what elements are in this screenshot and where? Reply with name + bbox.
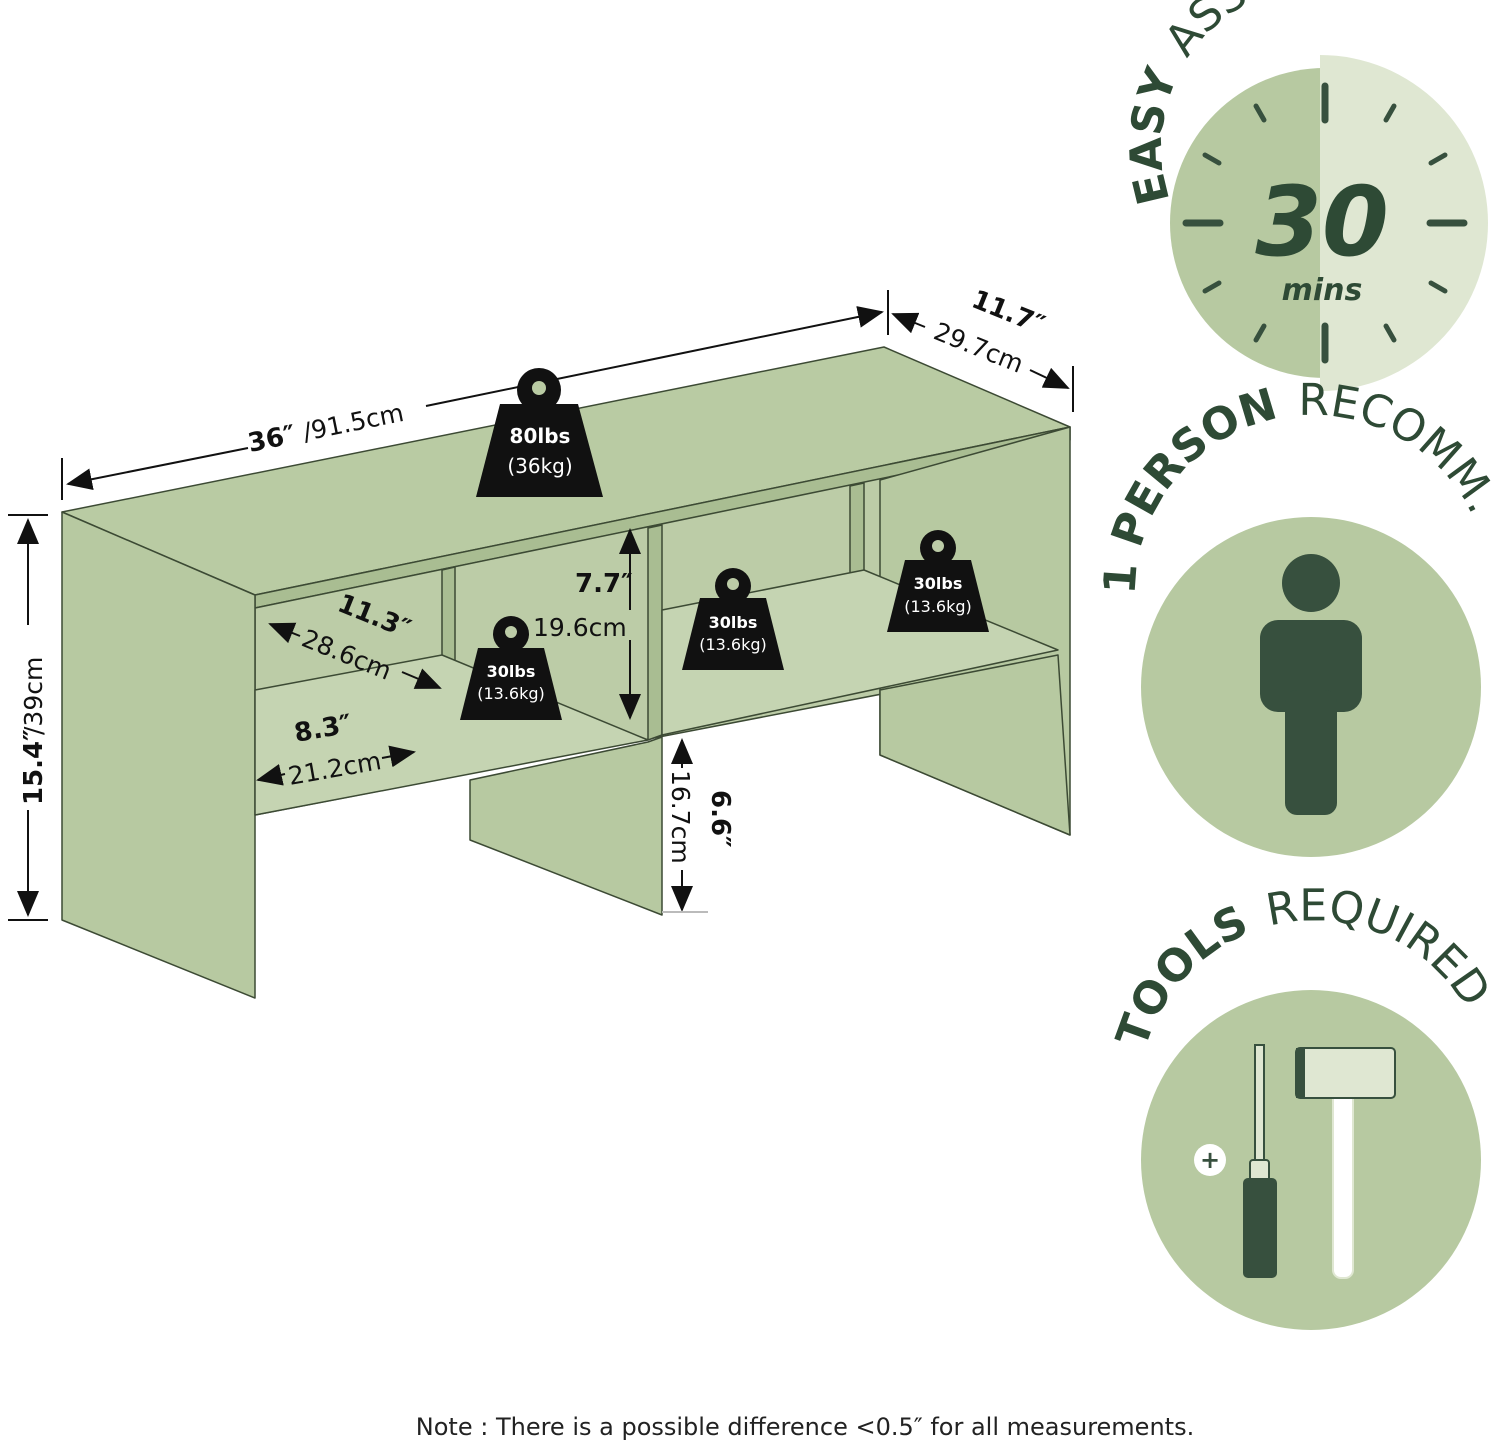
person-icon [1260,554,1362,815]
assembly-minutes-unit: mins [1282,273,1363,308]
weight-capacity-cubby-1: 30lbs (13.6kg) [460,616,562,720]
plus-icon: + [1194,1144,1226,1176]
person-recommended-badge: 1 PERSON RECOMM. [1094,375,1500,857]
cubby-1-weight-lbs: 30lbs [487,662,536,681]
cubby-1-weight-kg: (13.6kg) [477,684,545,703]
screwdriver-icon [1243,1044,1277,1278]
cubby-height-cm-label: 19.6cm [533,613,627,642]
tools-required-badge: TOOLS REQUIRED + [1107,880,1500,1330]
top-weight-lbs: 80lbs [510,424,571,448]
height-cm-label: /39cm [19,657,48,735]
shelf-board-left [254,654,649,816]
svg-text:+: + [1200,1146,1220,1174]
cubby-height-inches-label: 7.7″ [575,569,633,599]
assembly-minutes-number: 30 [1255,166,1389,278]
width-cm-label: /91.5cm [300,398,406,447]
measurement-note: Note : There is a possible difference <0… [415,1413,1195,1441]
weight-capacity-cubby-3: 30lbs (13.6kg) [887,530,989,632]
clearance-inches-label: 6.6″ [705,790,735,848]
dimension-lines [8,290,1074,921]
shelf-center-leg [469,736,663,916]
mallet-icon [1295,1047,1396,1279]
height-inches-label: 15.4″ [19,729,49,805]
top-weight-kg: (36kg) [507,454,572,478]
width-inches-label: 36″ [245,420,298,459]
cubby-3-weight-lbs: 30lbs [914,574,963,593]
cubby-2-weight-lbs: 30lbs [709,613,758,632]
weight-capacity-top: 80lbs (36kg) [476,368,603,497]
shelf-divider-2 [647,524,663,741]
shelf-right-leg [879,654,1071,836]
clearance-cm-label: 16.7cm [666,770,695,864]
clock-icon: 30 mins [1170,55,1488,391]
cubby-2-weight-kg: (13.6kg) [699,635,767,654]
shelf-left-panel [61,511,256,999]
easy-assembly-badge: EASY ASSEMBLY 30 mins [1121,0,1488,391]
weight-capacity-cubby-2: 30lbs (13.6kg) [682,568,784,670]
cubby-3-weight-kg: (13.6kg) [904,597,972,616]
